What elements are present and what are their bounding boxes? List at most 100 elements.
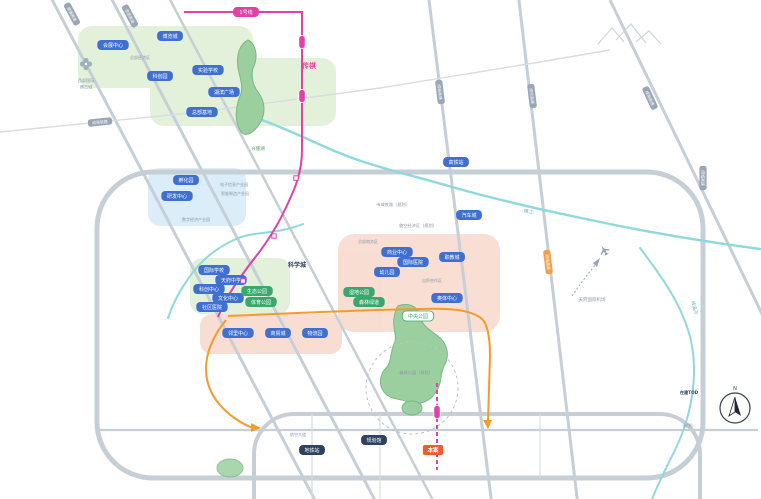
svg-text:成南高速: 成南高速: [644, 90, 655, 106]
map-label: 电子信息产业园: [220, 181, 248, 187]
poi-pill: 孵化园: [173, 175, 199, 185]
route-arrow-south: [251, 423, 261, 432]
svg-text:会展中心: 会展中心: [103, 42, 123, 49]
poi-pill: 国际医院: [397, 257, 429, 267]
poi-pill: 湿地公园: [343, 287, 375, 297]
highway-diagonal-east-1: [427, 0, 493, 499]
highway-diagonal-west-3: [168, 0, 434, 499]
svg-text:博览城: 博览城: [162, 33, 177, 40]
svg-text:地铁站: 地铁站: [304, 447, 319, 454]
highway-diagonal-east-2: [517, 0, 579, 499]
metro-station-pill: [298, 89, 306, 103]
compass-needle-light: [728, 396, 736, 417]
poi-pill: 社区医院: [196, 302, 228, 312]
svg-text:生态公园: 生态公园: [247, 288, 267, 295]
svg-text:汽车城: 汽车城: [461, 212, 476, 219]
map-label: 兴隆湖: [251, 145, 265, 152]
svg-text:中央公园: 中央公园: [408, 313, 428, 320]
poi-pill: 科创中心: [193, 284, 225, 294]
metro-station-square: [293, 175, 299, 181]
metro-station-square: [240, 278, 246, 284]
svg-text:国际医院: 国际医院: [403, 259, 423, 266]
svg-text:实验学校: 实验学校: [198, 67, 218, 74]
poi-pill: 总部基地: [186, 107, 218, 117]
metro-station-pill: [433, 405, 441, 419]
svg-text:幼儿园: 幼儿园: [379, 269, 394, 276]
poi-pill: 湖滨广场: [208, 87, 240, 97]
poi-pill: 职教城: [439, 252, 465, 262]
park-south-lobe: [401, 400, 423, 416]
poi-pill: 会展中心: [97, 40, 129, 50]
poi-pill: 商贸城: [265, 328, 291, 338]
poi-pill: 汽车城: [456, 210, 482, 220]
poi-pill: 邻里中心: [222, 328, 254, 338]
map-label: 科学城: [288, 261, 306, 269]
svg-text:机场高速: 机场高速: [544, 254, 551, 270]
map-label: 在建TOD: [680, 389, 699, 396]
svg-text:奥体中心: 奥体中心: [437, 295, 457, 302]
compass: N: [719, 386, 751, 424]
poi-pill: 规划馆: [361, 435, 387, 445]
svg-text:湿地公园: 湿地公园: [349, 289, 369, 296]
svg-text:成巴高速: 成巴高速: [528, 88, 535, 104]
road-plate: 京昆高速: [121, 4, 139, 28]
poi-pill: 博览城: [157, 31, 183, 41]
map-labels: 西部国际博览城传祺临空经济区（规划）市域铁路（规划）电子信息产业园智能制造产业园…: [78, 54, 700, 437]
compass-north-label: N: [733, 386, 737, 392]
map-label: 森林公园（规划）: [399, 369, 433, 376]
road-plate: 绕城高速: [699, 165, 707, 191]
airport-pointer: [571, 245, 610, 297]
road-plate: 成巴高速: [527, 83, 537, 109]
road-plate: 成自高速: [435, 79, 445, 105]
drive-routes: [204, 307, 492, 432]
road-plate: 机场高速: [543, 249, 553, 275]
map-label: 数字经济产业园: [182, 216, 210, 222]
river-branch: [167, 223, 304, 319]
svg-text:成雅高速: 成雅高速: [66, 6, 78, 22]
poi-pill: 地铁站: [299, 445, 325, 455]
svg-text:商业中心: 商业中心: [387, 249, 407, 256]
svg-text:本案: 本案: [428, 446, 439, 454]
map-label: 智能制造产业园: [221, 190, 249, 196]
svg-text:文化中心: 文化中心: [218, 295, 238, 302]
poi-pill: 研发中心: [161, 191, 193, 201]
svg-text:邻里中心: 邻里中心: [228, 330, 248, 337]
route-south: [204, 319, 254, 429]
map-label: 总部经济区: [130, 54, 150, 60]
svg-text:天府中学: 天府中学: [221, 277, 241, 284]
map-label: 绛溪河: [689, 300, 699, 315]
highway-diagonal-east-3: [608, 0, 761, 316]
poi-pill: 商业中心: [381, 247, 413, 257]
airport-dashed-arrow: [571, 263, 597, 297]
map-label: 博览城: [80, 84, 93, 91]
svg-text:成昆铁路: 成昆铁路: [92, 119, 108, 126]
route-arrow-east: [483, 420, 492, 429]
svg-text:研发中心: 研发中心: [167, 193, 187, 200]
svg-text:规划馆: 规划馆: [366, 437, 381, 444]
inner-ring-road: [252, 412, 702, 499]
xinglong-lake: [235, 39, 265, 135]
svg-text:森林绿道: 森林绿道: [359, 299, 379, 306]
svg-text:物流园: 物流园: [307, 330, 322, 337]
svg-text:总部基地: 总部基地: [192, 109, 212, 116]
svg-text:湖滨广场: 湖滨广场: [214, 89, 234, 96]
map-label: （规划）: [680, 422, 696, 428]
poi-pill: 实验学校: [192, 65, 224, 75]
svg-text:职教城: 职教城: [444, 254, 459, 261]
map-label: 天府国际机场: [579, 296, 606, 303]
svg-text:科创园: 科创园: [152, 73, 167, 80]
svg-text:京昆高速: 京昆高速: [124, 8, 136, 24]
zone-industry-blue: [148, 168, 246, 226]
map-label: 航空大道: [290, 431, 306, 437]
poi-pills: 会展中心博览城科创园实验学校湖滨广场总部基地孵化园研发中心国际学校天府中学科创中…: [97, 7, 482, 455]
poi-pill: 物流园: [302, 328, 328, 338]
poi-pill: 中央公园: [401, 310, 435, 322]
poi-pill: 幼儿园: [374, 267, 400, 277]
svg-text:绕城高速: 绕城高速: [700, 170, 705, 186]
mountain-sketch-icon: [597, 23, 662, 45]
map-label: 总部商务区: [358, 238, 378, 244]
map-label: 传祺: [301, 61, 316, 70]
